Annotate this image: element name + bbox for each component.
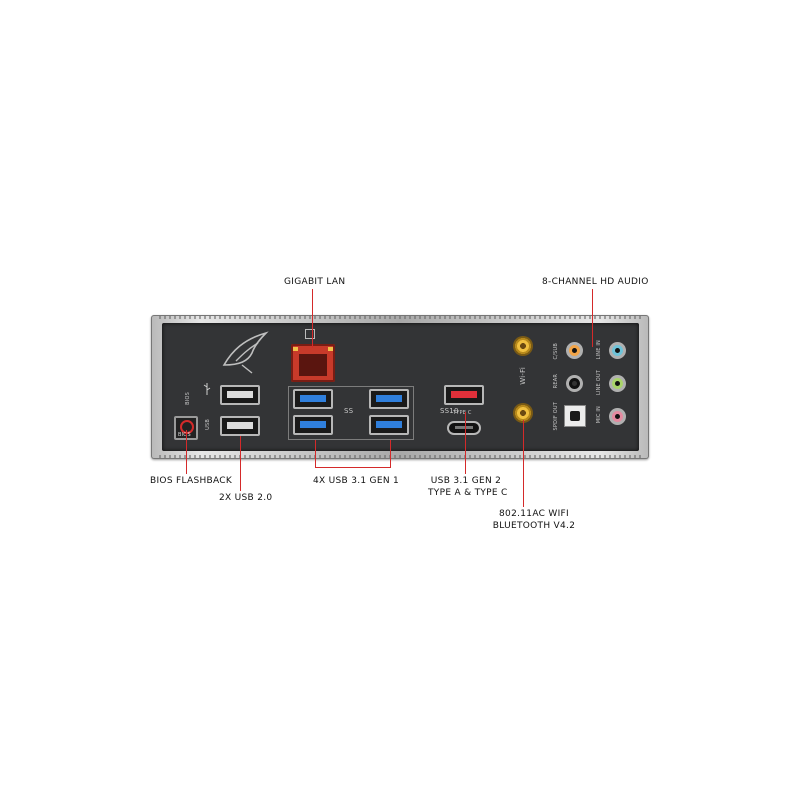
rog-logo-icon — [222, 331, 269, 374]
plate-vent-dots-top — [159, 316, 641, 319]
spdif-out-port[interactable] — [564, 405, 586, 427]
usb31-gen1-frame — [288, 386, 414, 440]
wifi-text: Wi-Fi — [519, 367, 527, 385]
leader-bios-flashback — [186, 430, 187, 474]
usb31-gen1-port-3[interactable] — [369, 389, 409, 409]
line-in-text: LINE IN — [596, 340, 602, 360]
label-8-channel-hd-audio: 8-CHANNEL HD AUDIO — [542, 277, 649, 287]
bios-button-ring — [180, 420, 194, 434]
leader-wifi — [523, 420, 524, 507]
ss-text: SS — [344, 407, 354, 415]
type-c-text: TYPE C — [453, 410, 472, 416]
plate-vent-dots-bottom — [159, 455, 641, 458]
leader-usb20 — [240, 436, 241, 491]
usb31-gen2-type-a-port[interactable] — [444, 385, 484, 405]
usb20-port-2[interactable] — [220, 416, 260, 436]
label-4x-usb31-gen1: 4X USB 3.1 GEN 1 — [313, 476, 400, 486]
leader-usb31-gen1-left — [315, 440, 316, 468]
lan-port-opening — [299, 354, 327, 376]
spdif-opening — [570, 411, 580, 421]
lan-led-right — [328, 347, 333, 351]
leader-usb31-gen2 — [465, 412, 466, 474]
usb20-port-1[interactable] — [220, 385, 260, 405]
line-in-jack[interactable] — [609, 342, 626, 359]
label-usb31-gen2-line1: USB 3.1 GEN 2 — [430, 476, 502, 486]
lan-port[interactable] — [291, 344, 335, 382]
usb31-gen1-port-4[interactable] — [369, 415, 409, 435]
label-usb31-gen2-line2: TYPE A & TYPE C — [428, 488, 508, 498]
usb31-gen1-port-1[interactable] — [293, 389, 333, 409]
type-c-tongue — [455, 426, 473, 429]
bios-small-text: BIOS — [185, 392, 191, 405]
line-out-jack[interactable] — [609, 375, 626, 392]
label-bios-flashback: BIOS FLASHBACK — [150, 476, 233, 486]
rear-text: REAR — [553, 374, 559, 389]
spdif-text: SPDIF OUT — [553, 402, 559, 431]
leader-usb31-gen1-right — [390, 440, 391, 468]
bios-button-label: BIOS — [178, 432, 191, 438]
usb31-gen2-type-c-port[interactable] — [447, 421, 481, 435]
wifi-antenna-connector-1[interactable] — [513, 336, 533, 356]
mic-in-jack[interactable] — [609, 408, 626, 425]
label-usb31-gen2: USB 3.1 GEN 2 TYPE A & TYPE C — [428, 475, 508, 499]
label-wifi-bluetooth: 802.11AC WIFI BLUETOOTH V4.2 — [488, 508, 580, 532]
rear-jack[interactable] — [566, 375, 583, 392]
label-2x-usb20: 2X USB 2.0 — [219, 493, 273, 503]
usb20-small-text: USB — [205, 419, 211, 430]
leader-gigabit-lan — [312, 289, 313, 348]
usb-icon — [203, 383, 211, 395]
leader-hd-audio — [592, 289, 593, 347]
c-sub-jack[interactable] — [566, 342, 583, 359]
lan-led-left — [293, 347, 298, 351]
wifi-antenna-connector-2[interactable] — [513, 403, 533, 423]
label-wifi-line1: 802.11AC WIFI — [499, 509, 569, 519]
label-wifi-line2: BLUETOOTH V4.2 — [492, 521, 576, 531]
label-gigabit-lan: GIGABIT LAN — [284, 277, 346, 287]
lan-icon — [305, 329, 315, 339]
mic-in-text: MIC IN — [596, 406, 602, 424]
ss10-text: SS10 — [440, 407, 459, 415]
usb31-gen1-port-2[interactable] — [293, 415, 333, 435]
c-sub-text: C/SUB — [553, 343, 559, 360]
leader-usb31-gen1-bar — [315, 467, 391, 468]
line-out-text: LINE OUT — [596, 370, 602, 395]
